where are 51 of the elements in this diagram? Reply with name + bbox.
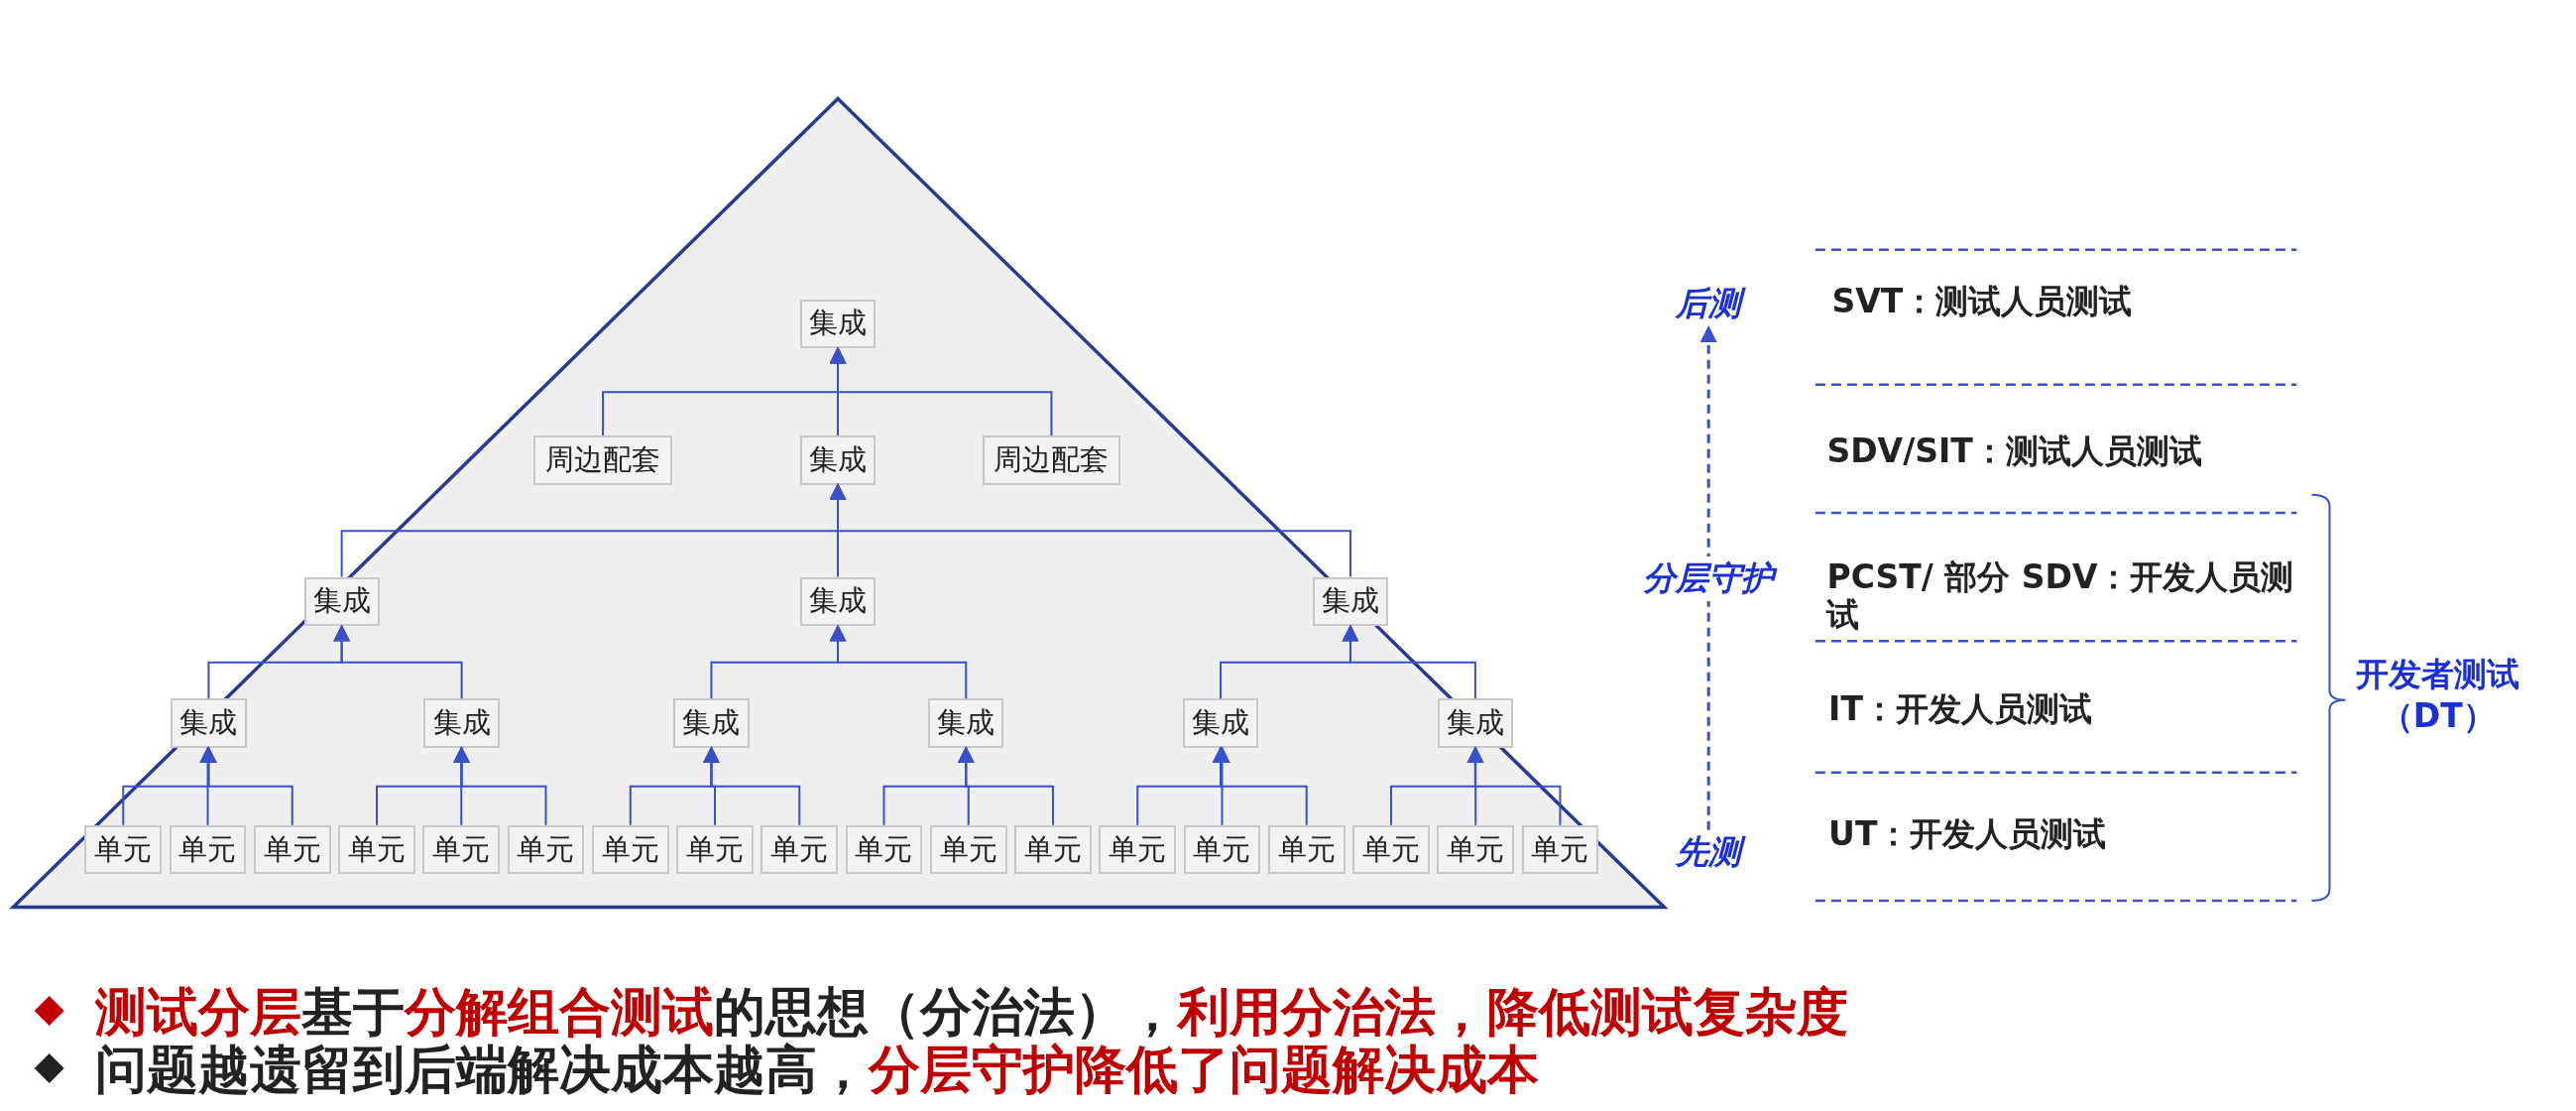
arrow <box>453 746 547 826</box>
module-box: 集成 <box>423 698 500 748</box>
module-box: 单元 <box>169 824 247 875</box>
module-box: 单元 <box>845 824 923 875</box>
stage-label: 先测 <box>1662 829 1755 877</box>
layer-label: SDV/SIT：测试人员测试 <box>1826 432 2203 470</box>
module-box: 单元 <box>1437 824 1515 875</box>
module-box: 单元 <box>422 824 501 875</box>
module-box: 集成 <box>799 435 877 485</box>
arrow <box>333 624 463 700</box>
module-box: 单元 <box>1014 824 1092 875</box>
module-box: 单元 <box>1183 824 1261 875</box>
module-box: 集成 <box>171 698 247 748</box>
module-box: 周边配套 <box>982 435 1120 485</box>
module-box: 集成 <box>799 576 877 627</box>
layer-label: UT：开发人员测试 <box>1828 814 2108 853</box>
arrow <box>702 746 801 826</box>
module-box: 单元 <box>507 824 585 875</box>
module-box: 单元 <box>591 824 669 875</box>
module-box: 单元 <box>1099 824 1177 875</box>
module-box: 单元 <box>1352 824 1430 875</box>
module-box: 单元 <box>253 824 331 875</box>
module-box: 集成 <box>928 698 1004 748</box>
module-box: 单元 <box>676 824 754 875</box>
arrow <box>829 483 1351 578</box>
module-box: 周边配套 <box>533 435 672 485</box>
module-box: 单元 <box>338 824 415 875</box>
arrow <box>1212 746 1308 826</box>
module-box: 集成 <box>303 576 380 627</box>
module-box: 集成 <box>673 698 750 748</box>
arrow <box>1466 746 1562 826</box>
edge-label: 分层守护 <box>1641 556 1777 601</box>
layer-label: SVT：测试人员测试 <box>1831 283 2134 320</box>
layer-label: IT：开发人员测试 <box>1828 689 2093 728</box>
arrow <box>1699 325 1717 830</box>
stage-label: 后测 <box>1662 281 1755 327</box>
arrow <box>1342 624 1476 700</box>
module-box: 集成 <box>799 299 877 349</box>
bracket-label: 开发者测试（DT） <box>2355 654 2521 736</box>
module-box: 集成 <box>1437 698 1513 748</box>
module-box: 集成 <box>1312 576 1389 627</box>
module-box: 单元 <box>761 824 839 875</box>
module-box: 集成 <box>1182 698 1259 748</box>
module-box: 单元 <box>84 824 163 875</box>
arrow <box>957 746 1054 826</box>
module-box: 单元 <box>1521 824 1599 875</box>
arrow <box>829 624 968 700</box>
arrow <box>829 346 1053 437</box>
module-box: 单元 <box>929 824 1007 875</box>
layer-label: PCST/ 部分 SDV：开发人员测试 <box>1826 558 2295 635</box>
module-box: 单元 <box>1267 824 1346 875</box>
